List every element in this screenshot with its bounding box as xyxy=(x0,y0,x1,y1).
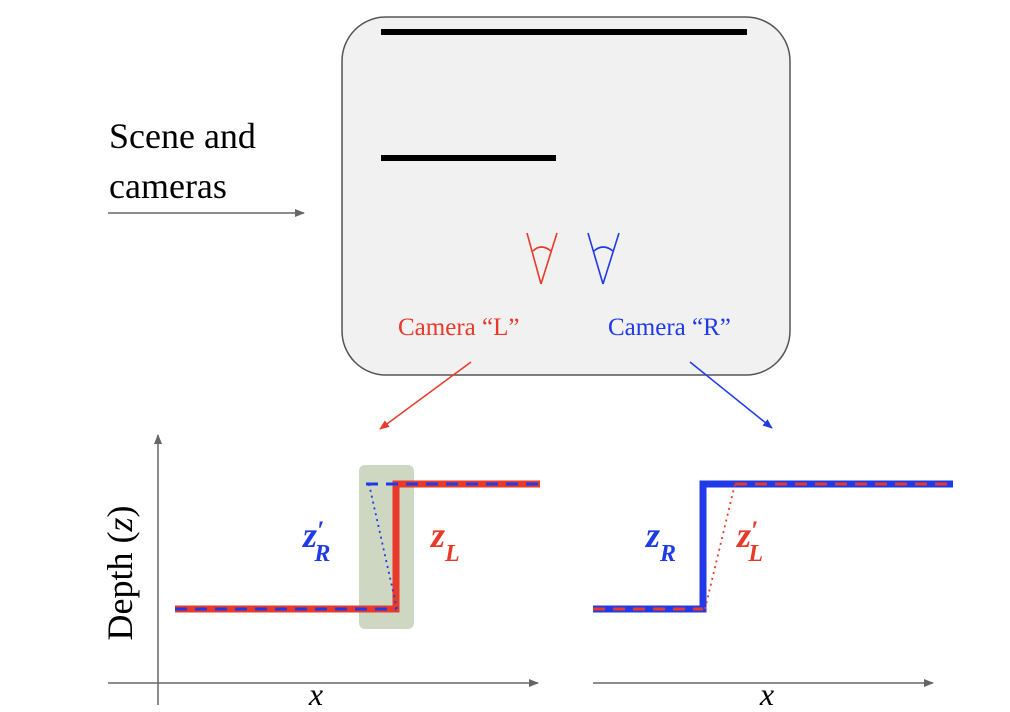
right-curve-zR xyxy=(593,480,953,613)
camera-right-arrow xyxy=(689,361,773,429)
camera-left-arrow xyxy=(379,361,472,430)
camera-left-label: Camera “L” xyxy=(398,314,519,341)
left-depth-plot: z′R zL Depth (z) x xyxy=(100,434,540,712)
right-curve-zL-prime-interp xyxy=(704,483,736,610)
right-label-zL-prime: z′L xyxy=(735,515,763,567)
camera-left-icon xyxy=(526,232,558,285)
occlusion-highlight xyxy=(359,465,414,629)
scene-label-line1: Scene and xyxy=(109,116,256,156)
scene-box xyxy=(341,16,791,376)
right-label-zR: zR xyxy=(644,515,676,567)
right-depth-plot: zR z′L x xyxy=(593,480,953,712)
camera-right-label: Camera “R” xyxy=(608,314,731,341)
left-label-zR-prime: z′R xyxy=(301,515,330,567)
right-x-axis-label: x xyxy=(759,676,774,712)
left-x-axis-label: x xyxy=(308,676,323,712)
left-curve-zL xyxy=(175,480,540,613)
left-label-zL: zL xyxy=(429,515,460,567)
scene-panel: Camera “L” Camera “R” xyxy=(341,16,791,376)
left-y-axis-label: Depth (z) xyxy=(100,506,140,641)
scene-label-line2: cameras xyxy=(109,166,227,206)
camera-right-icon xyxy=(587,232,620,285)
